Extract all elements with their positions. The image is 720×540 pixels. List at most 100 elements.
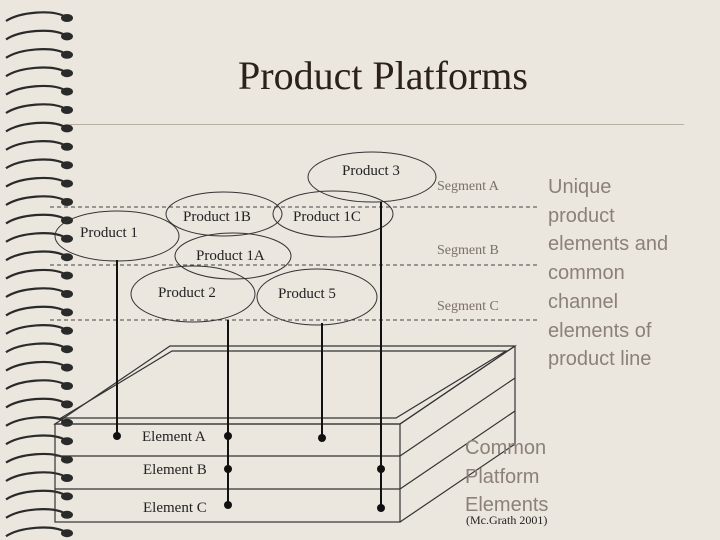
- binding-ring: [5, 140, 67, 151]
- binding-hole: [61, 106, 73, 114]
- product-1c-ellipse: [272, 190, 394, 238]
- binding-ring: [5, 66, 67, 78]
- product-5-label: Product 5: [278, 286, 336, 302]
- spiral-binding: [5, 11, 73, 538]
- binding-ring: [5, 508, 67, 519]
- platform-box: [53, 345, 517, 523]
- product-1b-label: Product 1B: [183, 209, 251, 225]
- binding-ring: [5, 379, 67, 390]
- segment-b-label: Segment B: [437, 243, 499, 258]
- element-a-dot-p5: [318, 434, 326, 442]
- citation: (Mc.Grath 2001): [466, 513, 548, 527]
- note-line: elements of: [548, 319, 652, 342]
- element-a-right-dot: [224, 432, 232, 440]
- binding-ring: [5, 103, 67, 114]
- binding-hole: [61, 455, 73, 464]
- binding-hole: [61, 474, 73, 482]
- note-line: common: [548, 262, 625, 285]
- note-line: Unique: [548, 176, 612, 198]
- binding-hole: [61, 326, 73, 335]
- slide-title: Product Platforms: [238, 53, 528, 98]
- element-a-label: Element A: [142, 429, 206, 445]
- note-line: channel: [548, 290, 619, 313]
- product-1a-label: Product 1A: [196, 248, 265, 264]
- binding-hole: [61, 234, 73, 243]
- binding-ring: [5, 434, 67, 446]
- binding-ring: [5, 11, 67, 22]
- binding-hole: [61, 50, 73, 59]
- binding-hole: [61, 492, 73, 501]
- binding-hole: [61, 510, 73, 519]
- note-line: Common: [465, 437, 547, 459]
- binding-hole: [61, 308, 73, 317]
- element-a-left-dot: [113, 432, 121, 440]
- note-line: product line: [548, 348, 652, 371]
- binding-ring: [5, 360, 67, 372]
- binding-ring: [5, 213, 67, 225]
- binding-ring: [5, 195, 67, 206]
- unique-elements-note: Unique product elements and common chann…: [548, 173, 668, 374]
- element-c-label: Element C: [143, 500, 207, 516]
- binding-ring: [5, 232, 67, 243]
- binding-hole: [61, 179, 73, 188]
- note-line: Elements: [465, 494, 549, 517]
- binding-hole: [61, 198, 73, 206]
- product-1b-ellipse: [165, 191, 283, 237]
- binding-hole: [61, 345, 73, 354]
- binding-ring: [5, 452, 67, 464]
- binding-ring: [5, 121, 67, 133]
- binding-ring: [5, 29, 67, 41]
- product-1c-label: Product 1C: [293, 209, 361, 225]
- binding-hole: [61, 124, 73, 133]
- binding-ring: [5, 397, 67, 409]
- binding-ring: [5, 84, 67, 96]
- product-2-ellipse: [130, 265, 256, 323]
- title-divider: [70, 124, 684, 125]
- note-line: product: [548, 204, 615, 227]
- product-1-label: Product 1: [80, 225, 138, 241]
- product-5-ellipse: [256, 268, 378, 326]
- binding-hole: [61, 87, 73, 96]
- segment-a-label: Segment A: [437, 179, 500, 194]
- binding-ring: [5, 268, 67, 280]
- binding-hole: [61, 161, 73, 170]
- binding-hole: [61, 14, 73, 22]
- binding-hole: [61, 418, 73, 427]
- binding-ring: [5, 176, 67, 188]
- note-line: Platform: [465, 465, 540, 488]
- binding-ring: [5, 526, 67, 538]
- element-b-dot-p3: [377, 465, 385, 473]
- element-c-dot: [224, 501, 232, 509]
- product-3-label: Product 3: [342, 163, 400, 179]
- binding-ring: [5, 471, 67, 482]
- binding-ring: [5, 342, 67, 354]
- element-c-dot-p3: [377, 504, 385, 512]
- note-line: elements and: [548, 233, 669, 256]
- binding-ring: [5, 305, 67, 317]
- binding-hole: [61, 382, 73, 390]
- binding-ring: [5, 324, 67, 335]
- binding-ring: [5, 48, 67, 59]
- binding-hole: [61, 437, 73, 446]
- binding-hole: [61, 271, 73, 280]
- platform-elements-note: Common Platform Elements: [465, 434, 548, 520]
- binding-ring: [5, 287, 67, 298]
- binding-hole: [61, 529, 73, 538]
- product-2-label: Product 2: [158, 285, 216, 301]
- binding-hole: [61, 253, 73, 262]
- binding-hole: [61, 142, 73, 151]
- segment-c-label: Segment C: [437, 299, 499, 314]
- binding-hole: [61, 363, 73, 372]
- binding-hole: [61, 290, 73, 298]
- binding-hole: [61, 32, 73, 41]
- binding-ring: [5, 489, 67, 501]
- element-b-label: Element B: [143, 462, 207, 478]
- binding-ring: [5, 158, 67, 170]
- binding-hole: [61, 69, 73, 78]
- product-1a-ellipse: [174, 232, 292, 280]
- binding-ring: [5, 250, 67, 262]
- binding-hole: [61, 400, 73, 409]
- product-3-ellipse: [307, 151, 437, 203]
